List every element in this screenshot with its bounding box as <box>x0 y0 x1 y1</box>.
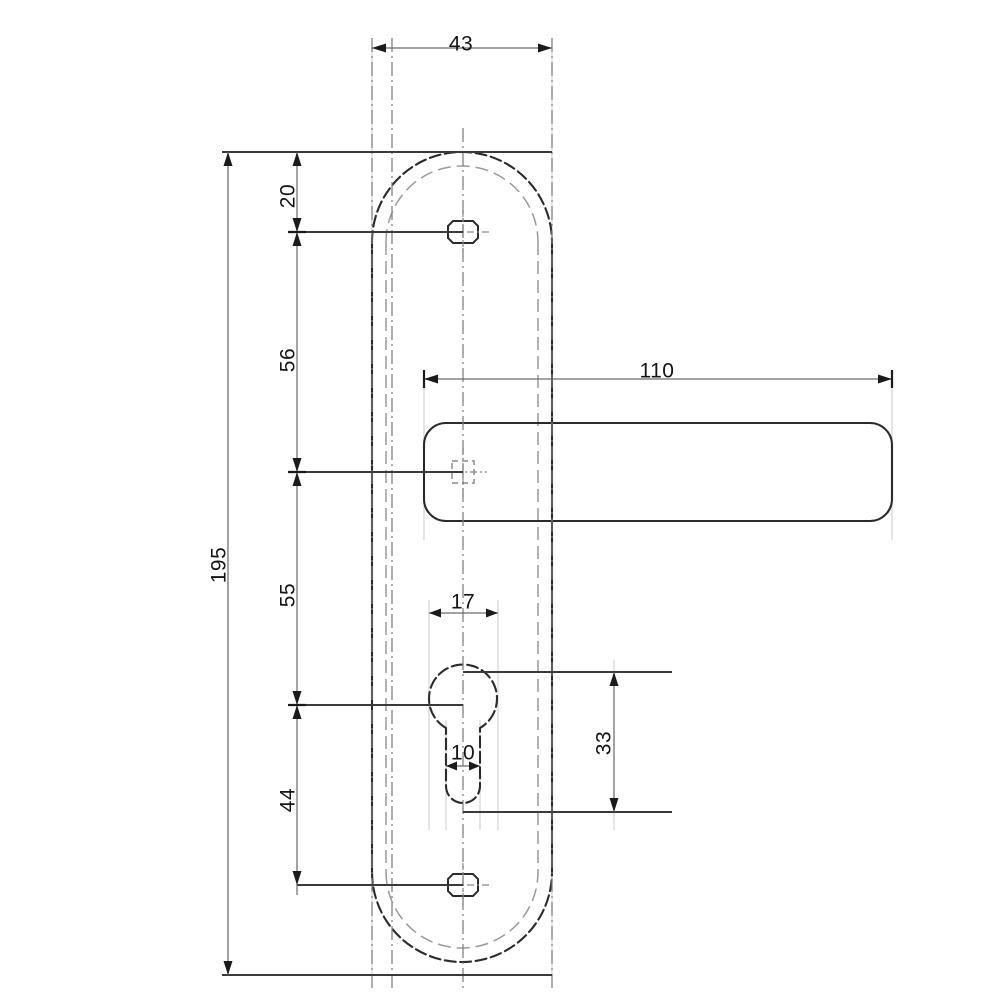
dimension-label-plate-height: 195 <box>208 547 231 584</box>
backplate-inner-offset <box>385 165 539 949</box>
dimension-label-keyhole-bore-width: 17 <box>451 591 475 614</box>
dimension-keyhole-bore-width <box>429 608 498 618</box>
dimension-keyhole-depth <box>609 672 619 812</box>
dimension-label-spindle-to-keyhole: 55 <box>277 583 300 607</box>
dimension-label-keyhole-slot-width: 10 <box>451 742 475 765</box>
dimension-plate-width <box>372 43 552 53</box>
dimension-keyhole-slot-width <box>446 761 480 771</box>
dimension-lever-length <box>422 370 894 388</box>
leader-lines <box>222 151 672 976</box>
lever-handle <box>422 421 894 523</box>
dimension-label-top-screw-offset: 20 <box>277 184 300 208</box>
dimension-labels: 43 20 56 195 55 44 110 17 10 33 <box>208 33 675 813</box>
dimension-chain-vertical <box>288 152 306 895</box>
centre-lines <box>371 38 553 992</box>
dimension-plate-height <box>223 152 233 975</box>
extension-lines <box>227 48 893 975</box>
dimension-label-screw-to-spindle: 56 <box>277 348 300 372</box>
dimension-label-keyhole-depth: 33 <box>593 731 616 755</box>
backplate-outline <box>370 150 554 964</box>
dimension-label-keyhole-to-bottom-screw: 44 <box>277 788 300 812</box>
dimension-label-lever-length: 110 <box>640 360 675 383</box>
dimension-label-plate-width: 43 <box>449 33 473 56</box>
